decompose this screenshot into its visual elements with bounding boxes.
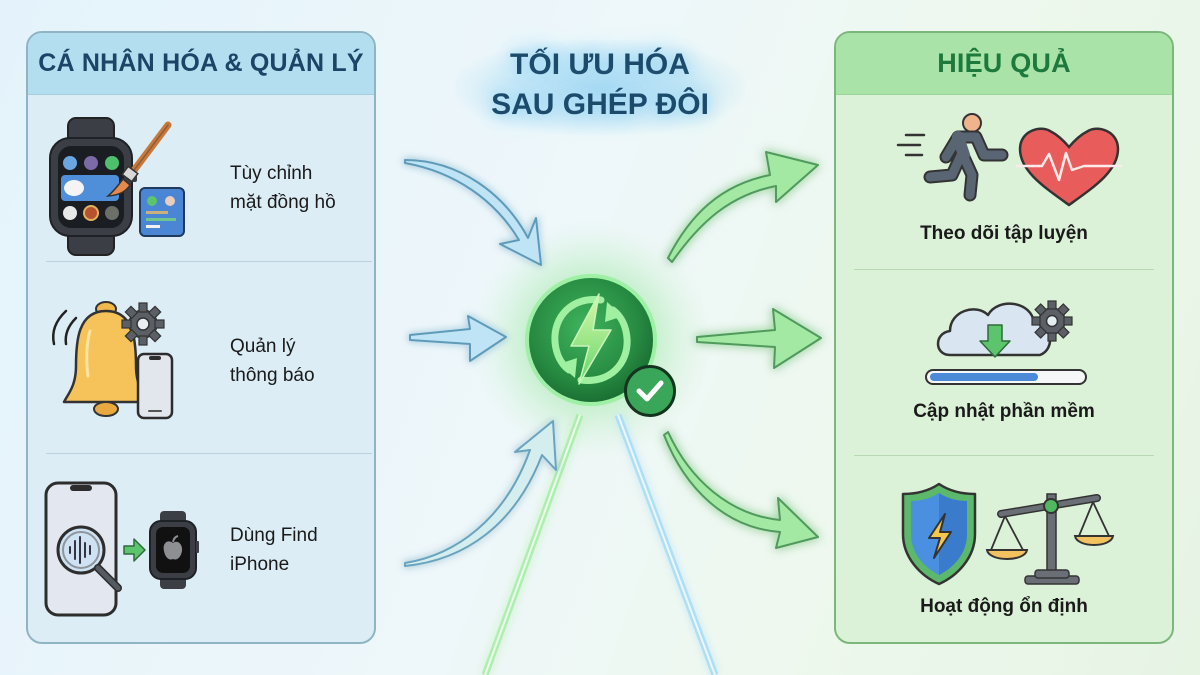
- list-item-workout: Theo dõi tập luyện: [836, 113, 1172, 245]
- arrow-in-top: [404, 159, 542, 266]
- workout-tracking-icon: [884, 113, 1124, 223]
- label-line-1: Tùy chỉnh: [230, 163, 313, 184]
- label-line-2: iPhone: [230, 554, 290, 575]
- divider: [46, 453, 372, 454]
- panel-header-right: HIỆU QUẢ: [836, 33, 1172, 95]
- arrow-in-bottom: [404, 420, 557, 567]
- divider: [46, 261, 372, 262]
- arrow-out-bottom: [663, 431, 819, 549]
- notification-bell-settings-icon: [28, 286, 218, 436]
- label-line-2: mặt đồng hồ: [230, 192, 336, 213]
- panel-header-left: CÁ NHÂN HÓA & QUẢN LÝ: [28, 33, 374, 95]
- light-beam-blue: [614, 413, 719, 675]
- list-item-notifications: Quản lý thông báo: [28, 286, 374, 436]
- results-panel: HIỆU QUẢ: [834, 31, 1174, 644]
- item-label: Dùng Find iPhone: [230, 521, 318, 579]
- title-line-1: TỐI ƯU HÓA: [510, 48, 690, 81]
- item-label: Quản lý thông báo: [230, 332, 315, 390]
- arrow-in-middle: [409, 315, 507, 362]
- software-update-icon: [914, 291, 1094, 401]
- item-label: Tùy chỉnh mặt đồng hồ: [230, 159, 336, 217]
- item-label: Hoạt động ổn định: [920, 596, 1088, 617]
- arrow-out-top: [667, 151, 819, 263]
- label-line-1: Dùng Find: [230, 525, 318, 546]
- page-title: TỐI ƯU HÓA SAU GHÉP ĐÔI: [440, 45, 760, 125]
- list-item-find-iphone: Dùng Find iPhone: [28, 475, 374, 625]
- title-glow: [455, 40, 745, 135]
- label-line-2: thông báo: [230, 365, 315, 386]
- divider: [854, 269, 1154, 270]
- list-item-stable: Hoạt động ổn định: [836, 476, 1172, 618]
- divider: [854, 455, 1154, 456]
- light-beam-green: [481, 413, 584, 675]
- checkmark-icon: [624, 365, 676, 417]
- arrow-out-middle: [696, 308, 822, 369]
- item-label: Cập nhật phần mềm: [913, 401, 1095, 422]
- title-line-2: SAU GHÉP ĐÔI: [491, 88, 709, 121]
- label-line-1: Quản lý: [230, 336, 296, 357]
- item-label: Theo dõi tập luyện: [920, 223, 1088, 244]
- sync-lightning-icon: [523, 272, 659, 408]
- list-item-watch-face: Tùy chỉnh mặt đồng hồ: [28, 113, 374, 263]
- personalization-panel: CÁ NHÂN HÓA & QUẢN LÝ: [26, 31, 376, 644]
- stable-operation-icon: [889, 476, 1119, 596]
- watch-face-customize-icon: [28, 113, 218, 263]
- list-item-software-update: Cập nhật phần mềm: [836, 291, 1172, 423]
- find-iphone-icon: [28, 475, 218, 625]
